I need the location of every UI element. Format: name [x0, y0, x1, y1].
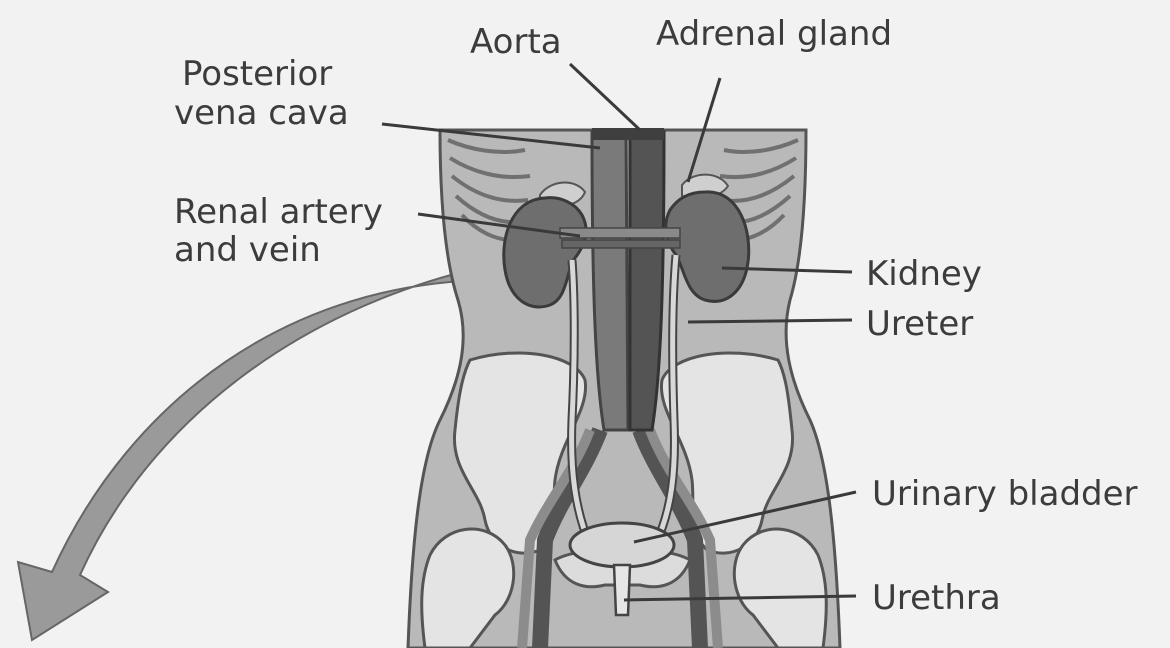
urinary-bladder: [570, 523, 674, 567]
label-kidney: Kidney: [866, 254, 982, 294]
urethra: [614, 565, 630, 615]
label-renal-artery-vein-line1: Renal artery: [174, 192, 383, 232]
label-urinary-bladder: Urinary bladder: [872, 474, 1138, 514]
aorta-top: [592, 128, 664, 140]
renal-vessels: [560, 228, 680, 248]
label-ureter: Ureter: [866, 304, 973, 344]
label-aorta: Aorta: [470, 22, 562, 62]
posterior-vena-cava: [592, 132, 628, 430]
label-posterior-vena-cava-line2: vena cava: [174, 93, 349, 133]
leader-ureter: [688, 320, 852, 322]
label-adrenal-gland: Adrenal gland: [656, 14, 892, 54]
label-renal-artery-vein-line2: and vein: [174, 230, 321, 270]
label-posterior-vena-cava-line1: Posterior: [182, 54, 332, 94]
label-urethra: Urethra: [872, 578, 1001, 618]
